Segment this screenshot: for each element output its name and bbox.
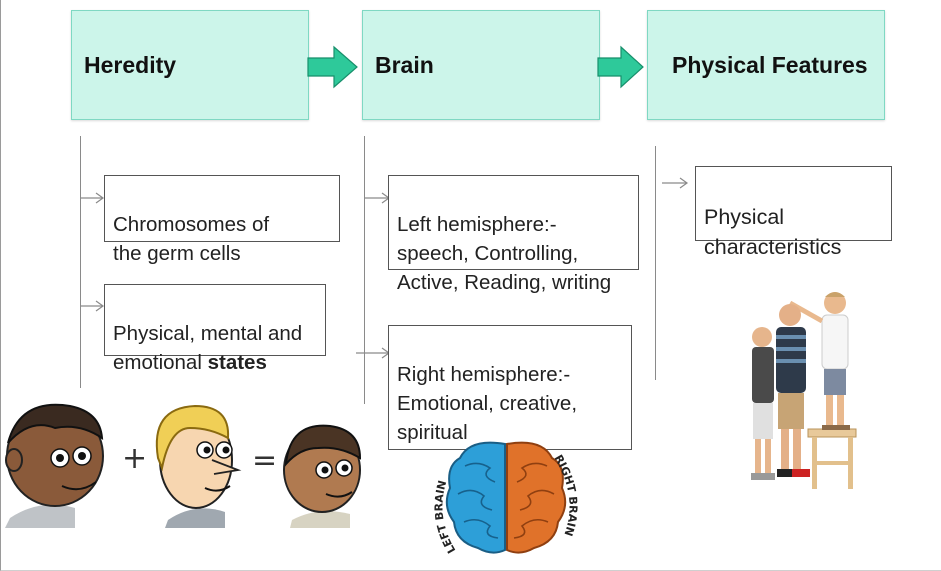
heredity-cartoon-illustration: + =	[5, 403, 362, 528]
middle-boy-figure	[776, 304, 810, 477]
connector-arrow-icon	[80, 300, 105, 312]
left-brain-hemisphere-icon	[445, 441, 506, 554]
physical-connector-line	[655, 146, 656, 380]
left-hemisphere-box: Left hemisphere:- speech, Controlling, A…	[388, 175, 639, 294]
brain-header-label: Brain	[375, 51, 434, 78]
right-brain-hemisphere-icon	[506, 441, 567, 554]
physical-features-header-label: Physical Features	[672, 51, 868, 78]
small-boy-figure	[751, 327, 775, 480]
left-hemisphere-text: Left hemisphere:- speech, Controlling, A…	[397, 213, 612, 294]
physical-characteristics-text: Physical characteristics	[704, 205, 842, 259]
brain-header: Brain	[362, 10, 600, 120]
parent-one-face-icon	[5, 403, 104, 528]
right-block-arrow-icon	[597, 45, 644, 89]
children-height-illustration	[751, 292, 857, 489]
chromosomes-box: Chromosomes of the germ cells	[104, 175, 340, 265]
heredity-connector-line	[80, 136, 81, 388]
states-box: Physical, mental and emotional states	[104, 284, 326, 374]
parent-two-face-icon	[155, 404, 242, 528]
equals-sign: =	[252, 443, 277, 478]
chromosomes-text: Chromosomes of the germ cells	[113, 213, 270, 265]
plus-sign: +	[122, 441, 147, 476]
brain-illustration: LEFT BRAIN RIGHT BRAIN	[432, 441, 580, 556]
connector-arrow-icon	[662, 177, 689, 189]
right-block-arrow-icon	[307, 45, 358, 89]
stool-icon	[807, 428, 857, 489]
heredity-header: Heredity	[71, 10, 309, 120]
states-bold-text: states	[207, 351, 267, 374]
states-text: Physical, mental and emotional	[113, 322, 303, 374]
right-hemisphere-box: Right hemisphere:- Emotional, creative, …	[388, 325, 632, 450]
connector-arrow-icon	[356, 347, 391, 359]
heredity-header-label: Heredity	[84, 51, 177, 78]
physical-features-header: Physical Features	[647, 10, 885, 120]
brain-connector-line	[364, 136, 365, 404]
physical-characteristics-box: Physical characteristics	[695, 166, 892, 259]
connector-arrow-icon	[80, 192, 105, 204]
right-hemisphere-text: Right hemisphere:- Emotional, creative, …	[397, 363, 578, 444]
child-face-icon	[283, 424, 362, 528]
